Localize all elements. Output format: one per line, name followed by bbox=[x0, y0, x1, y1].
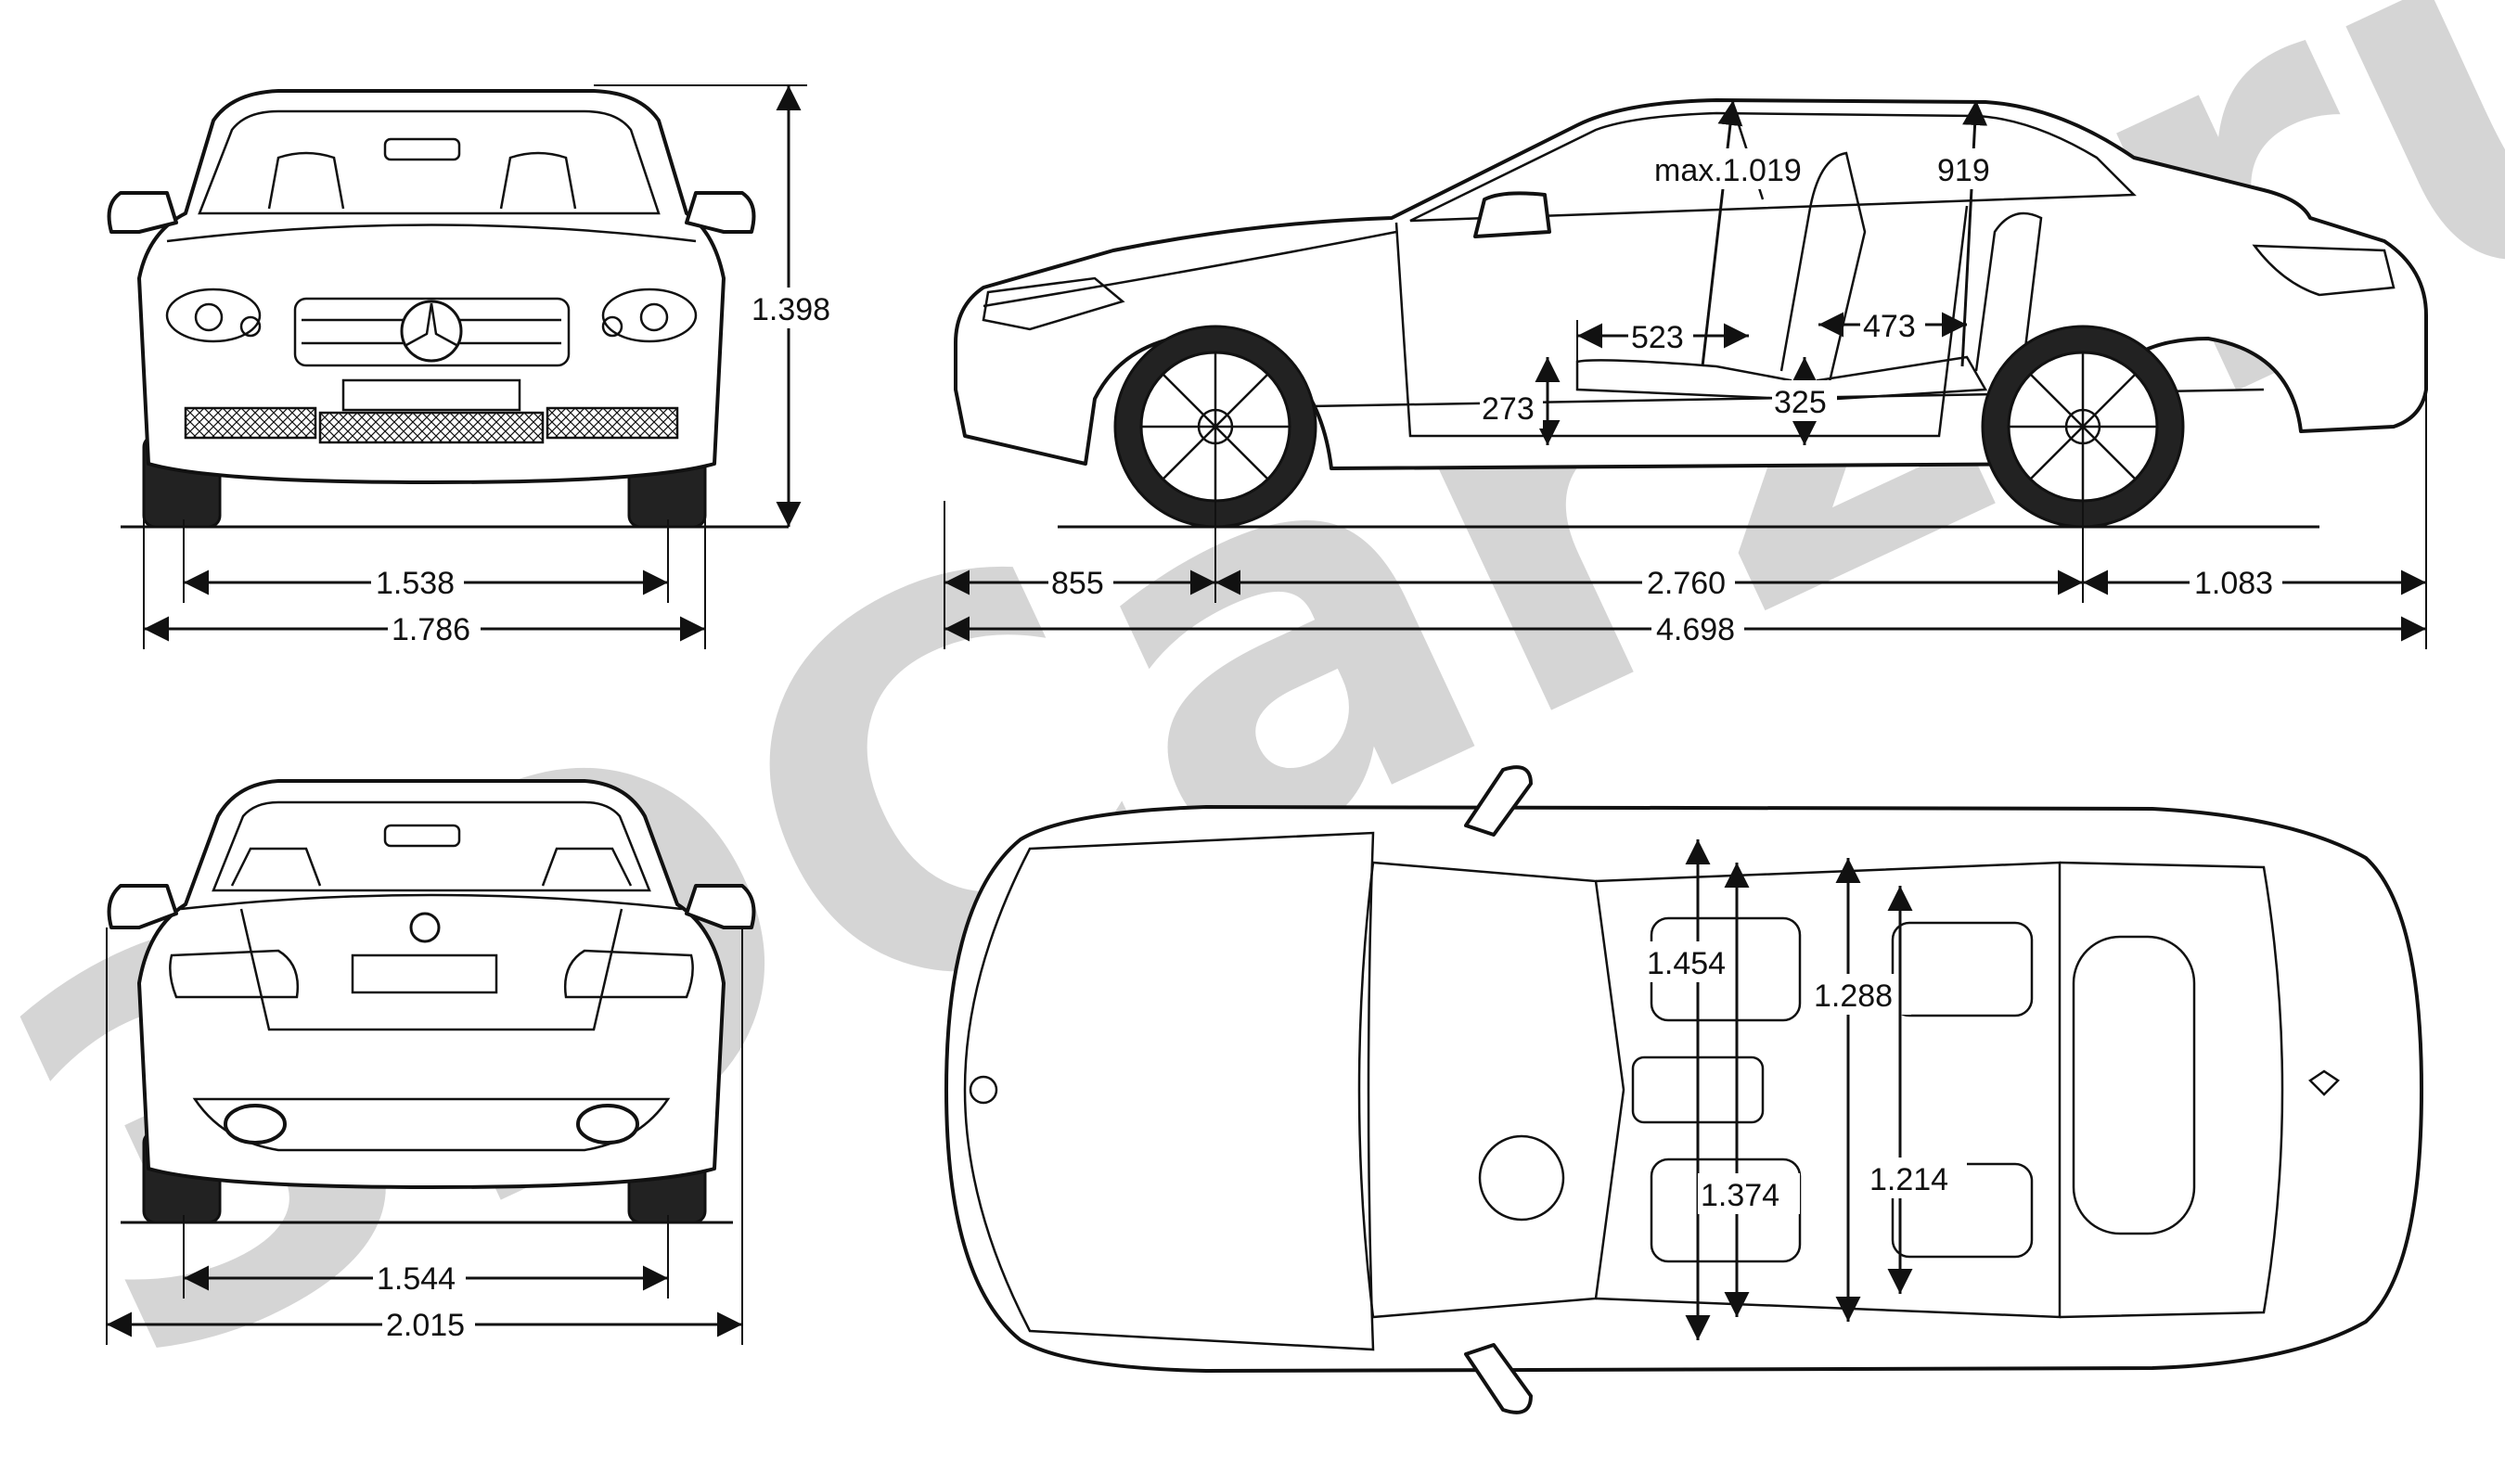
front-view: 1.398 1.538 1.786 bbox=[107, 84, 833, 649]
legroom-rear-label: 473 bbox=[1863, 309, 1916, 344]
rear-width-label: 2.015 bbox=[386, 1308, 465, 1343]
top-windshield bbox=[1357, 861, 1625, 1319]
top-mirror-right bbox=[1464, 1343, 1533, 1414]
front-height-label: 1.398 bbox=[752, 292, 830, 327]
front-overhang-label: 855 bbox=[1051, 566, 1104, 601]
headroom-rear-label: 919 bbox=[1937, 153, 1990, 188]
rear-exhaust-right bbox=[576, 1104, 639, 1145]
seat-height-rear-label: 325 bbox=[1774, 385, 1827, 420]
rear-taillight-left bbox=[169, 949, 300, 999]
rear-overhang-label: 1.083 bbox=[2194, 566, 2273, 601]
hip-front-label: 1.374 bbox=[1701, 1178, 1779, 1213]
rear-track-label: 1.544 bbox=[377, 1261, 456, 1297]
front-seat-left bbox=[267, 151, 345, 210]
top-hood bbox=[963, 831, 1375, 1351]
rear-star-logo bbox=[409, 912, 441, 943]
front-grille bbox=[293, 297, 571, 367]
front-headlight-right bbox=[601, 288, 698, 343]
side-taillight bbox=[2252, 244, 2396, 297]
front-mirror-left bbox=[107, 191, 178, 234]
side-front-seat bbox=[1575, 151, 1867, 401]
top-cabin bbox=[1595, 861, 2062, 1319]
rear-view: 1.544 2.015 bbox=[106, 779, 756, 1345]
seat-height-front-label: 273 bbox=[1482, 391, 1535, 427]
front-mirror-right bbox=[685, 191, 756, 234]
front-star-logo bbox=[400, 300, 463, 363]
top-trunk bbox=[2059, 861, 2284, 1319]
side-headlight bbox=[982, 276, 1125, 331]
hip-rear-label: 1.214 bbox=[1869, 1162, 1948, 1197]
front-width-label: 1.786 bbox=[392, 612, 470, 647]
rear-mirror-right bbox=[685, 884, 756, 929]
side-view: max.1.019 919 523 473 273 325 855 2.760 … bbox=[944, 98, 2428, 649]
rear-taillight-right bbox=[563, 949, 694, 999]
legroom-front-label: 523 bbox=[1631, 320, 1684, 355]
shoulder-rear-label: 1.288 bbox=[1814, 979, 1893, 1014]
top-steering-wheel bbox=[1478, 1134, 1565, 1222]
rear-body bbox=[137, 779, 726, 1189]
length-label: 4.698 bbox=[1656, 612, 1735, 647]
front-headlight-left bbox=[165, 288, 262, 343]
front-rearview-mirror bbox=[383, 137, 461, 161]
front-lower-intake bbox=[318, 411, 545, 444]
shoulder-front-label: 1.454 bbox=[1647, 946, 1726, 981]
front-track-label: 1.538 bbox=[376, 566, 455, 601]
rear-exhaust-left bbox=[224, 1104, 287, 1145]
top-mirror-left bbox=[1464, 765, 1533, 837]
top-front-logo bbox=[969, 1075, 998, 1105]
rear-window bbox=[212, 800, 651, 892]
front-seat-right bbox=[499, 151, 577, 210]
top-view: 1.454 1.374 1.288 1.214 bbox=[944, 765, 2423, 1414]
wheelbase-label: 2.760 bbox=[1647, 566, 1726, 601]
rear-license-plate bbox=[351, 953, 498, 994]
front-license-plate bbox=[341, 378, 521, 412]
headroom-front-line bbox=[1701, 99, 1743, 367]
top-roof-compartment bbox=[2072, 935, 2196, 1235]
rear-mirror-left bbox=[107, 884, 178, 929]
headroom-front-label: max.1.019 bbox=[1654, 153, 1802, 188]
front-body bbox=[137, 89, 726, 484]
rear-diffuser bbox=[192, 1097, 671, 1152]
side-mirror bbox=[1473, 191, 1551, 238]
front-windshield bbox=[198, 109, 661, 215]
front-hood-line bbox=[166, 224, 697, 243]
top-body bbox=[944, 805, 2423, 1373]
